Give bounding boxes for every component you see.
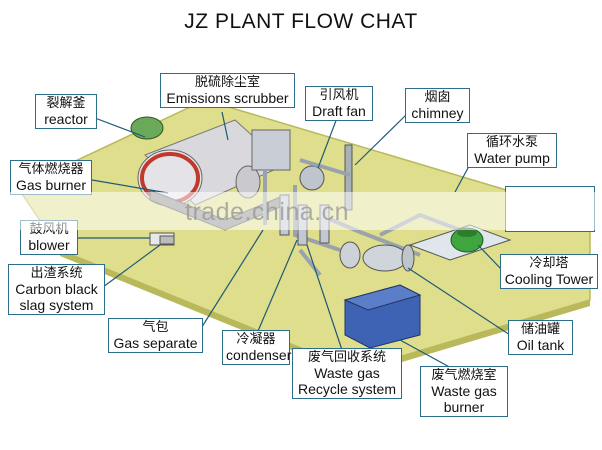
leader-lines: [77, 111, 511, 371]
label-draft-fan-en: Draft fan: [312, 103, 366, 119]
platform-side: [60, 250, 590, 376]
label-reactor-zh: 裂解釜: [46, 96, 86, 111]
label-chimney: 烟囱 chimney: [405, 88, 470, 123]
waste-gas-burner-room: [343, 284, 422, 349]
label-waste-gas-zh: 废气回收系统: [307, 350, 386, 365]
label-oil-tank-en: Oil tank: [516, 337, 565, 353]
diagram-title: JZ PLANT FLOW CHAT: [184, 10, 418, 33]
label-gas-burner-en: Gas burner: [15, 177, 87, 193]
oil-tank: [362, 244, 415, 272]
label-waste-gas-en1: Waste gas: [314, 365, 380, 381]
label-waste-gas-recycle: 废气回收系统 Waste gas Recycle system: [292, 348, 402, 399]
label-burner-room-en1: Waste gas: [431, 383, 497, 399]
label-waste-gas-burner: 废气燃烧室 Waste gas burner: [420, 366, 508, 417]
label-oil-tank: 储油罐 Oil tank: [508, 320, 573, 355]
cooling-tower: [450, 227, 484, 253]
label-gas-separate-en: Gas separate: [113, 335, 198, 351]
label-draft-fan: 引风机 Draft fan: [305, 86, 373, 121]
label-slag-zh: 出渣系统: [30, 266, 83, 281]
label-cooling-tower: 冷却塔 Cooling Tower: [500, 254, 598, 289]
label-water-pump: 循环水泵 Water pump: [467, 133, 557, 168]
label-scrubber-zh: 脱硫除尘室: [194, 75, 260, 90]
label-slag-en2: slag system: [19, 297, 94, 313]
label-draft-fan-zh: 引风机: [319, 88, 359, 103]
label-gas-separate-zh: 气包: [142, 320, 169, 335]
label-gas-burner: 气体燃烧器 Gas burner: [10, 160, 92, 195]
draft-fan-body: [299, 165, 325, 191]
label-oil-tank-zh: 储油罐: [520, 322, 560, 337]
label-water-pump-zh: 循环水泵: [485, 135, 538, 150]
label-blower-en: blower: [28, 237, 70, 253]
label-condenser-en: condenser: [226, 347, 292, 363]
label-slag-en1: Carbon black: [15, 281, 98, 297]
gas-separator: [339, 241, 361, 269]
label-water-pump-en: Water pump: [474, 150, 550, 166]
slag-unit: [159, 235, 175, 245]
label-condenser: 冷凝器 condenser: [222, 330, 292, 365]
scrubber-box: [251, 129, 291, 171]
label-burner-room-en2: burner: [443, 399, 485, 415]
label-scrubber: 脱硫除尘室 Emissions scrubber: [160, 73, 295, 108]
label-chimney-zh: 烟囱: [424, 90, 451, 105]
label-gas-burner-zh: 气体燃烧器: [18, 162, 84, 177]
label-condenser-zh: 冷凝器: [236, 332, 276, 347]
label-cooling-tower-en: Cooling Tower: [504, 271, 594, 287]
label-burner-room-zh: 废气燃烧室: [431, 368, 497, 383]
watermark-band: [0, 192, 602, 230]
label-reactor-en: reactor: [44, 111, 88, 127]
label-reactor: 裂解釜 reactor: [35, 94, 97, 129]
label-gas-separate: 气包 Gas separate: [108, 318, 203, 353]
watermark-text: trade.china.cn: [185, 198, 350, 226]
label-waste-gas-en2: Recycle system: [297, 381, 397, 397]
label-cooling-tower-zh: 冷却塔: [529, 256, 569, 271]
reactor-door: [130, 116, 164, 140]
label-slag-system: 出渣系统 Carbon black slag system: [8, 264, 105, 315]
label-scrubber-en: Emissions scrubber: [166, 90, 289, 106]
label-chimney-en: chimney: [411, 105, 464, 121]
